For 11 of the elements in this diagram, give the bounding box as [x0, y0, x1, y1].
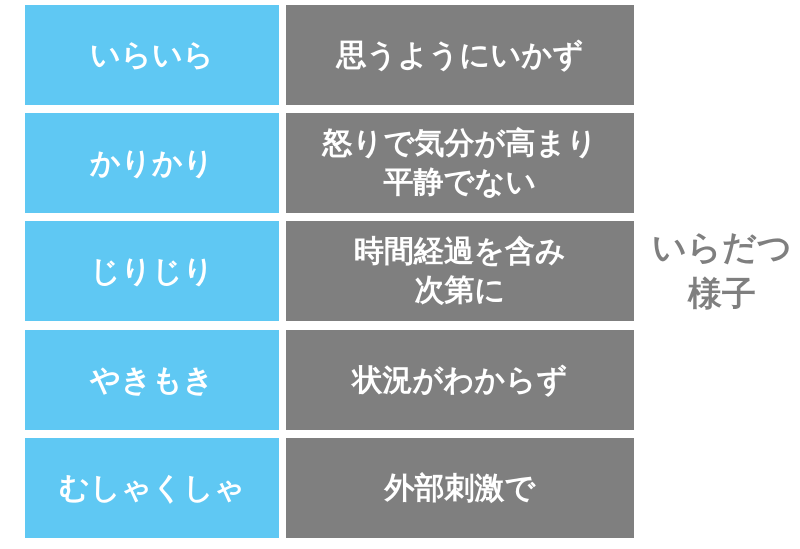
term-cell: かりかり — [25, 113, 279, 213]
term-cell: やきもき — [25, 330, 279, 430]
term-cell: いらいら — [25, 5, 279, 105]
term-cell: じりじり — [25, 221, 279, 321]
meaning-cell: 怒りで気分が高まり平静でない — [286, 113, 634, 213]
meaning-cell: 状況がわからず — [286, 330, 634, 430]
meaning-cell: 外部刺激で — [286, 438, 634, 538]
meaning-cell: 時間経過を含み次第に — [286, 221, 634, 321]
side-label: いらだつ様子 — [652, 227, 792, 316]
meaning-cell: 思うようにいかず — [286, 5, 634, 105]
term-cell: むしゃくしゃ — [25, 438, 279, 538]
